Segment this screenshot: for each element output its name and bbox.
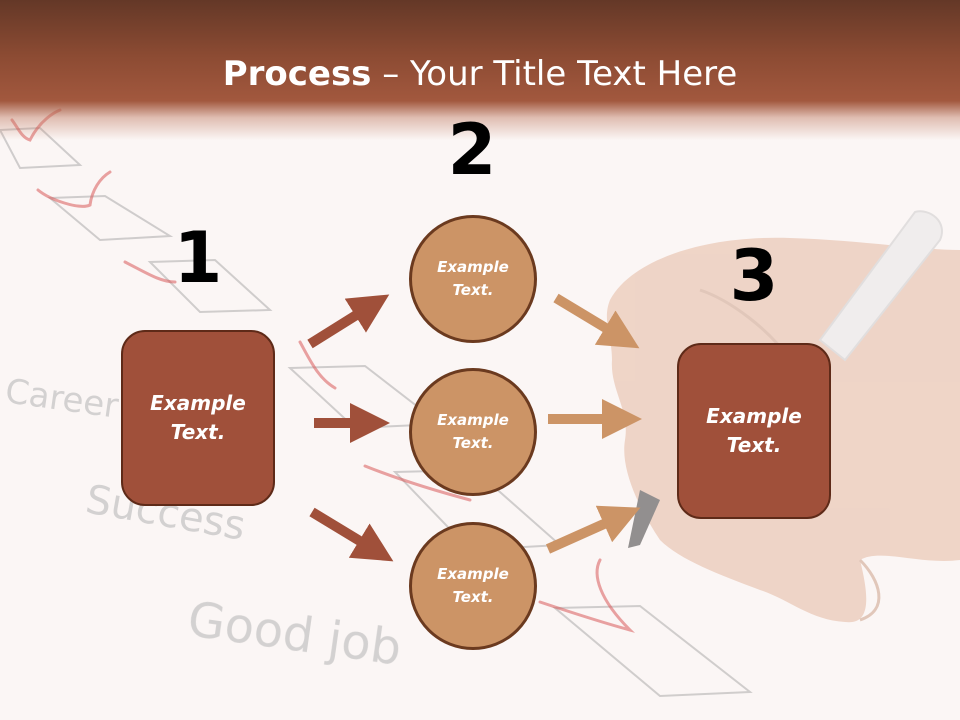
left-box[interactable]: Example Text. xyxy=(121,330,275,506)
circle-top[interactable]: Example Text. xyxy=(409,215,537,343)
step-number-3: 3 xyxy=(729,235,779,317)
circle-middle[interactable]: Example Text. xyxy=(409,368,537,496)
arrow-right-up xyxy=(545,505,641,554)
arrow-right-down xyxy=(553,293,640,349)
right-box-text: Example Text. xyxy=(706,404,802,457)
circle-top-text: Example Text. xyxy=(437,258,509,299)
arrow-left-down xyxy=(309,507,394,562)
left-box-text: Example Text. xyxy=(150,391,246,444)
title-rest: – Your Title Text Here xyxy=(371,54,738,94)
title-bold: Process xyxy=(222,54,372,94)
slide-title: Process – Your Title Text Here xyxy=(0,50,960,98)
circle-middle-text: Example Text. xyxy=(437,411,509,452)
arrow-left-up xyxy=(307,294,390,349)
step-number-1: 1 xyxy=(173,217,223,299)
step-number-2: 2 xyxy=(447,109,497,191)
right-box[interactable]: Example Text. xyxy=(677,343,831,519)
circle-bottom[interactable]: Example Text. xyxy=(409,522,537,650)
header-band xyxy=(0,0,960,140)
circle-bottom-text: Example Text. xyxy=(437,565,509,606)
